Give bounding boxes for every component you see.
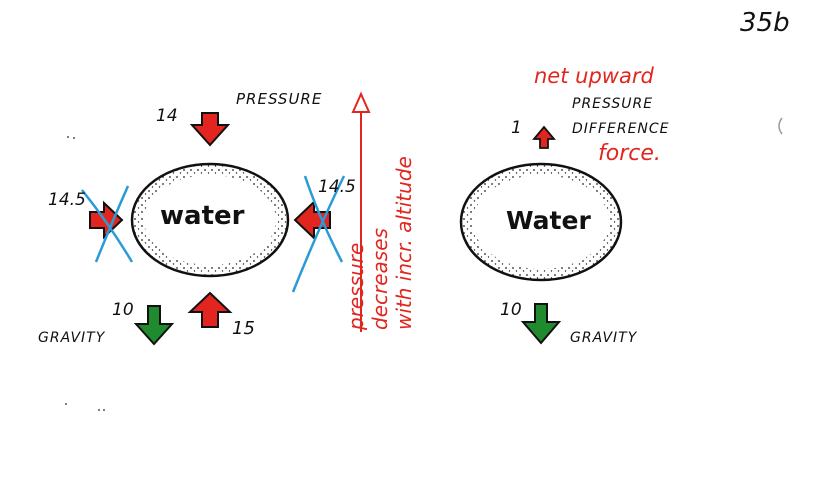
pressure-difference-line-1: PRESSURE	[572, 96, 654, 112]
bottom-pressure-value: 15	[232, 318, 255, 339]
net-force-arrow	[532, 125, 556, 149]
altitude-note-line-2: decreases	[368, 228, 392, 330]
top-pressure-value: 14	[156, 106, 178, 126]
gravity-arrow-right	[520, 303, 562, 345]
net-difference-value: 1	[511, 118, 522, 138]
altitude-note-line-1: pressure	[344, 242, 368, 330]
pressure-arrow-right	[293, 199, 331, 241]
water-label-right: Water	[506, 206, 591, 235]
paren-mark	[778, 117, 783, 135]
cross-out-left	[81, 185, 134, 263]
gravity-label-right: GRAVITY	[570, 330, 638, 346]
pressure-arrow-top	[189, 112, 231, 147]
gravity-arrow-left	[133, 305, 175, 346]
water-drop-left	[130, 162, 290, 278]
right-pressure-value: 14.5	[318, 177, 356, 197]
water-label-left: water	[160, 201, 245, 231]
water-drop-right	[459, 162, 623, 282]
gravity-label-left: GRAVITY	[38, 330, 106, 346]
page-number: 35b	[740, 8, 790, 38]
cross-out-right	[291, 175, 346, 293]
gravity-value-left: 10	[112, 300, 134, 320]
pressure-difference-label: PRESSURE DIFFERENCE	[572, 92, 670, 142]
left-pressure-value: 14.5	[48, 190, 86, 210]
altitude-arrow	[351, 91, 371, 332]
force-label: force.	[598, 141, 661, 166]
altitude-note: pressure decreases with incr. altitude	[344, 156, 416, 330]
net-upward-label: net upward	[534, 64, 654, 88]
pressure-label: PRESSURE	[236, 90, 323, 108]
gravity-value-right: 10	[500, 300, 522, 320]
stray-marks	[65, 136, 105, 411]
pressure-arrow-bottom	[187, 291, 233, 328]
pressure-difference-line-2: DIFFERENCE	[572, 121, 670, 137]
altitude-note-line-3: with incr. altitude	[392, 156, 416, 330]
